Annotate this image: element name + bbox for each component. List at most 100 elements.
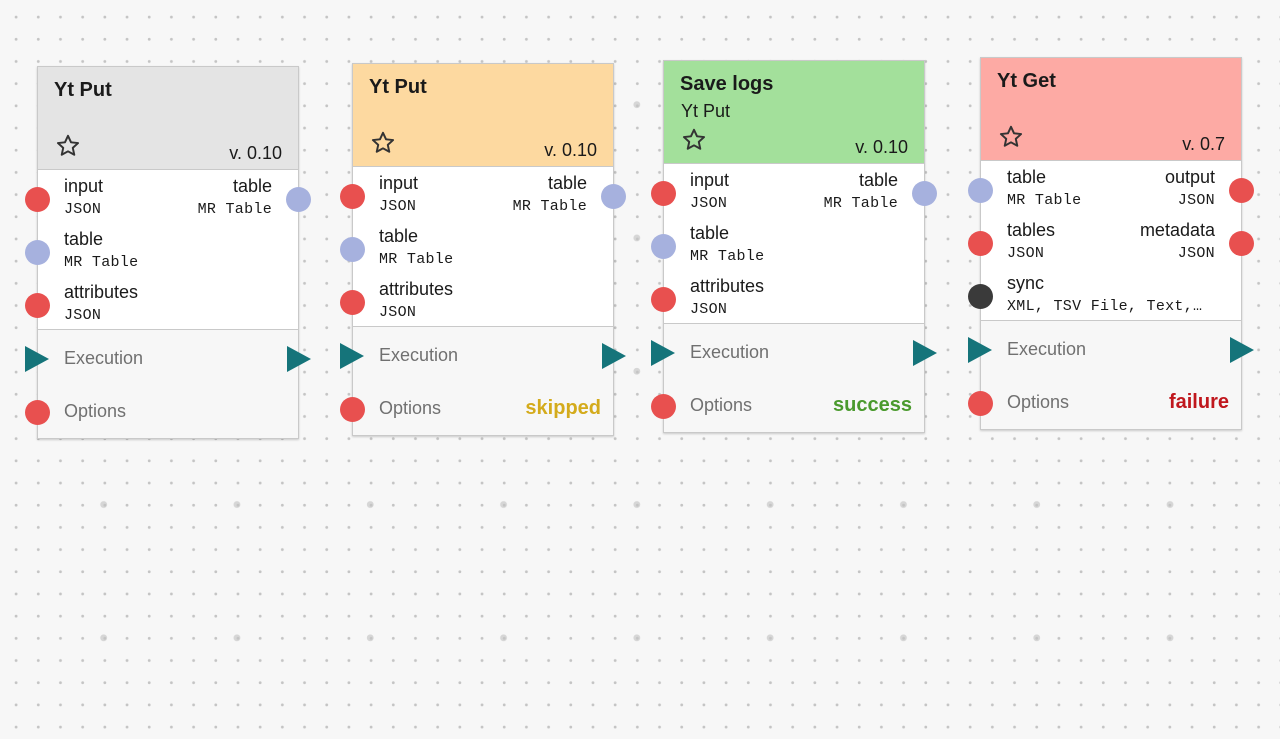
- input-port-type: MR Table: [1007, 192, 1082, 209]
- input-port-label: input: [690, 170, 730, 190]
- node-card[interactable]: Yt Put v. 0.10 input JSON table MR Table…: [340, 63, 626, 436]
- input-port-type: JSON: [64, 201, 102, 218]
- node-title: Yt Put: [54, 79, 112, 101]
- input-port-label: sync: [1007, 273, 1045, 293]
- node-version: v. 0.7: [1182, 134, 1225, 154]
- input-port-handle[interactable]: [651, 181, 676, 206]
- output-port-type: MR Table: [823, 195, 898, 212]
- options-label: Options: [690, 395, 753, 415]
- port-row: input JSON table MR Table: [651, 164, 937, 217]
- output-port-type: JSON: [1177, 192, 1215, 209]
- execution-out-arrow-icon[interactable]: [913, 340, 937, 366]
- port-row: sync XML, TSV File, Text,…: [968, 267, 1241, 320]
- execution-in-arrow-icon[interactable]: [25, 346, 49, 372]
- execution-out-arrow-icon[interactable]: [602, 343, 626, 369]
- execution-label: Execution: [379, 345, 459, 365]
- options-port-handle[interactable]: [340, 397, 365, 422]
- options-row: Options skipped: [340, 383, 613, 435]
- input-port-type: JSON: [690, 301, 728, 318]
- execution-row: Execution: [651, 324, 937, 380]
- execution-in-arrow-icon[interactable]: [340, 343, 364, 369]
- input-port-handle[interactable]: [25, 240, 50, 265]
- output-port-handle[interactable]: [1229, 178, 1254, 203]
- output-port-type: MR Table: [197, 201, 272, 218]
- node-title: Yt Put: [369, 76, 427, 98]
- input-port-handle[interactable]: [25, 293, 50, 318]
- input-port-handle[interactable]: [25, 187, 50, 212]
- execution-section: Execution Options failure: [968, 321, 1254, 429]
- status-badge: failure: [1168, 391, 1229, 413]
- output-port-handle[interactable]: [1229, 231, 1254, 256]
- input-port-label: attributes: [379, 279, 454, 299]
- input-port-handle[interactable]: [968, 231, 993, 256]
- output-port-handle[interactable]: [912, 181, 937, 206]
- node-header: Yt Get v. 0.7: [981, 58, 1241, 161]
- execution-in-arrow-icon[interactable]: [651, 340, 675, 366]
- input-port-label: attributes: [64, 282, 139, 302]
- execution-out-arrow-icon[interactable]: [287, 346, 311, 372]
- output-port-label: metadata: [1139, 220, 1215, 240]
- star-outline-icon[interactable]: [998, 124, 1024, 150]
- star-outline-icon[interactable]: [55, 133, 81, 159]
- star-outline-icon[interactable]: [370, 130, 396, 156]
- input-port-label: table: [379, 226, 419, 246]
- execution-section: Execution Options success: [651, 324, 937, 432]
- execution-row: Execution: [340, 327, 626, 383]
- port-row: attributes JSON: [340, 273, 613, 326]
- output-port-handle[interactable]: [286, 187, 311, 212]
- execution-in-arrow-icon[interactable]: [968, 337, 992, 363]
- port-row: tables JSON metadata JSON: [968, 214, 1254, 267]
- input-port-type: JSON: [690, 195, 728, 212]
- execution-out-arrow-icon[interactable]: [1230, 337, 1254, 363]
- input-port-label: tables: [1007, 220, 1056, 240]
- port-row: table MR Table: [25, 223, 298, 276]
- node-card[interactable]: Yt Put v. 0.10 input JSON table MR Table…: [25, 66, 311, 439]
- execution-section: Execution Options skipped: [340, 327, 626, 435]
- input-port-handle[interactable]: [651, 287, 676, 312]
- options-port-handle[interactable]: [651, 394, 676, 419]
- input-port-handle[interactable]: [340, 184, 365, 209]
- star-outline-icon[interactable]: [681, 127, 707, 153]
- input-port-label: table: [64, 229, 104, 249]
- options-port-handle[interactable]: [25, 400, 50, 425]
- options-port-handle[interactable]: [968, 391, 993, 416]
- input-port-handle[interactable]: [340, 237, 365, 262]
- input-port-handle[interactable]: [340, 290, 365, 315]
- input-port-handle[interactable]: [968, 178, 993, 203]
- node-header: Yt Put v. 0.10: [353, 64, 613, 167]
- input-port-label: attributes: [690, 276, 765, 296]
- node-card[interactable]: Yt Get v. 0.7 table MR Table output JSON…: [968, 57, 1254, 430]
- options-label: Options: [379, 398, 442, 418]
- execution-label: Execution: [690, 342, 770, 362]
- input-port-type: MR Table: [690, 248, 765, 265]
- node-header: Save logs Yt Put v. 0.10: [664, 61, 924, 164]
- input-port-label: table: [690, 223, 730, 243]
- input-port-label: input: [379, 173, 419, 193]
- input-port-handle[interactable]: [651, 234, 676, 259]
- node-version: v. 0.10: [544, 140, 597, 160]
- port-list: input JSON table MR Table table MR Table…: [651, 164, 937, 324]
- input-port-type: MR Table: [379, 251, 454, 268]
- input-port-label: table: [1007, 167, 1047, 187]
- port-list: input JSON table MR Table table MR Table…: [340, 167, 626, 327]
- input-port-type: JSON: [379, 198, 417, 215]
- input-port-label: input: [64, 176, 104, 196]
- options-label: Options: [64, 401, 127, 421]
- output-port-handle[interactable]: [601, 184, 626, 209]
- port-row: attributes JSON: [25, 276, 298, 329]
- port-row: table MR Table output JSON: [968, 161, 1254, 214]
- node-card[interactable]: Save logs Yt Put v. 0.10 input JSON tabl…: [651, 60, 937, 433]
- output-port-label: table: [858, 170, 898, 190]
- output-port-type: JSON: [1177, 245, 1215, 262]
- status-badge: skipped: [525, 397, 601, 419]
- node-title: Yt Get: [997, 70, 1056, 92]
- status-badge: success: [833, 394, 912, 416]
- input-port-handle[interactable]: [968, 284, 993, 309]
- options-label: Options: [1007, 392, 1070, 412]
- input-port-type: JSON: [64, 307, 102, 324]
- options-row: Options: [25, 386, 298, 438]
- node-subtitle: Yt Put: [681, 101, 731, 121]
- node-header: Yt Put v. 0.10: [38, 67, 298, 170]
- node-version: v. 0.10: [229, 143, 282, 163]
- output-port-type: MR Table: [512, 198, 587, 215]
